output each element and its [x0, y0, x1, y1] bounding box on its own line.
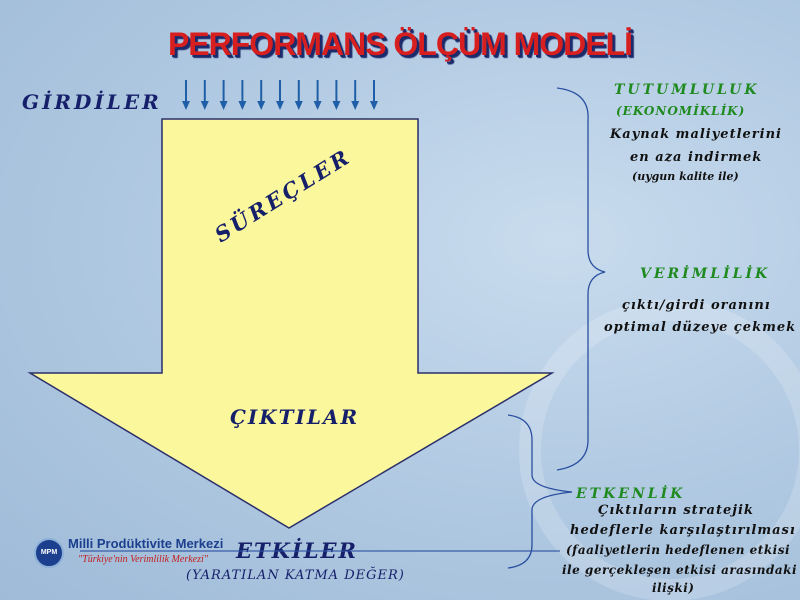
efficiency-brace — [556, 87, 606, 471]
input-arrows — [182, 80, 378, 110]
input-arrow-head — [370, 101, 378, 110]
input-arrow-head — [313, 101, 322, 110]
economy-title: TUTUMLULUK — [614, 82, 760, 98]
efficiency-title: VERİMLİLİK — [640, 266, 771, 282]
economy-subtitle: (EKONOMİKLİK) — [616, 104, 746, 118]
input-arrow-head — [294, 101, 303, 110]
effectiveness-line-5: ilişki) — [652, 581, 695, 595]
mpm-watermark — [519, 300, 800, 600]
input-arrow-head — [200, 101, 209, 110]
input-arrow-head — [257, 101, 266, 110]
organization-name: Milli Prodüktivite Merkezi — [68, 536, 224, 551]
organization-slogan: "Türkiye'nin Verimlilik Merkezi" — [78, 554, 208, 565]
effectiveness-line-2: hedeflerle karşılaştırılması — [570, 523, 796, 538]
economy-line-1: Kaynak maliyetlerini — [610, 127, 782, 142]
impacts-note: (YARATILAN KATMA DEĞER) — [186, 568, 405, 583]
input-arrow-head — [351, 101, 360, 110]
efficiency-line-2: optimal düzeye çekmek — [604, 320, 797, 335]
effectiveness-title: ETKENLİK — [576, 486, 686, 502]
input-arrow-head — [182, 101, 190, 110]
effectiveness-brace — [507, 414, 573, 569]
economy-line-2: en aza indirmek — [630, 150, 763, 165]
input-arrow-head — [219, 101, 228, 110]
mpm-logo-icon: MPM — [34, 538, 64, 568]
input-arrow-head — [238, 101, 247, 110]
effectiveness-line-4: ile gerçekleşen etkisi arasındaki — [562, 563, 798, 577]
economy-line-3: (uygun kalite ile) — [632, 170, 739, 183]
efficiency-line-1: çıktı/girdi oranını — [622, 298, 771, 313]
outputs-label: ÇIKTILAR — [230, 405, 360, 429]
input-arrow-head — [276, 101, 284, 110]
input-arrow-head — [332, 101, 341, 110]
process-flow-arrow — [27, 118, 555, 529]
mpm-logo: MPM Milli Prodüktivite Merkezi "Türkiye'… — [28, 534, 228, 574]
effectiveness-line-3: (faaliyetlerin hedeflenen etkisi — [566, 543, 791, 557]
effectiveness-line-1: Çıktıların stratejik — [598, 503, 754, 518]
footer-rule — [80, 550, 560, 552]
slide-title: PERFORMANS ÖLÇÜM MODELİ — [167, 26, 633, 62]
inputs-label: GİRDİLER — [22, 90, 162, 114]
